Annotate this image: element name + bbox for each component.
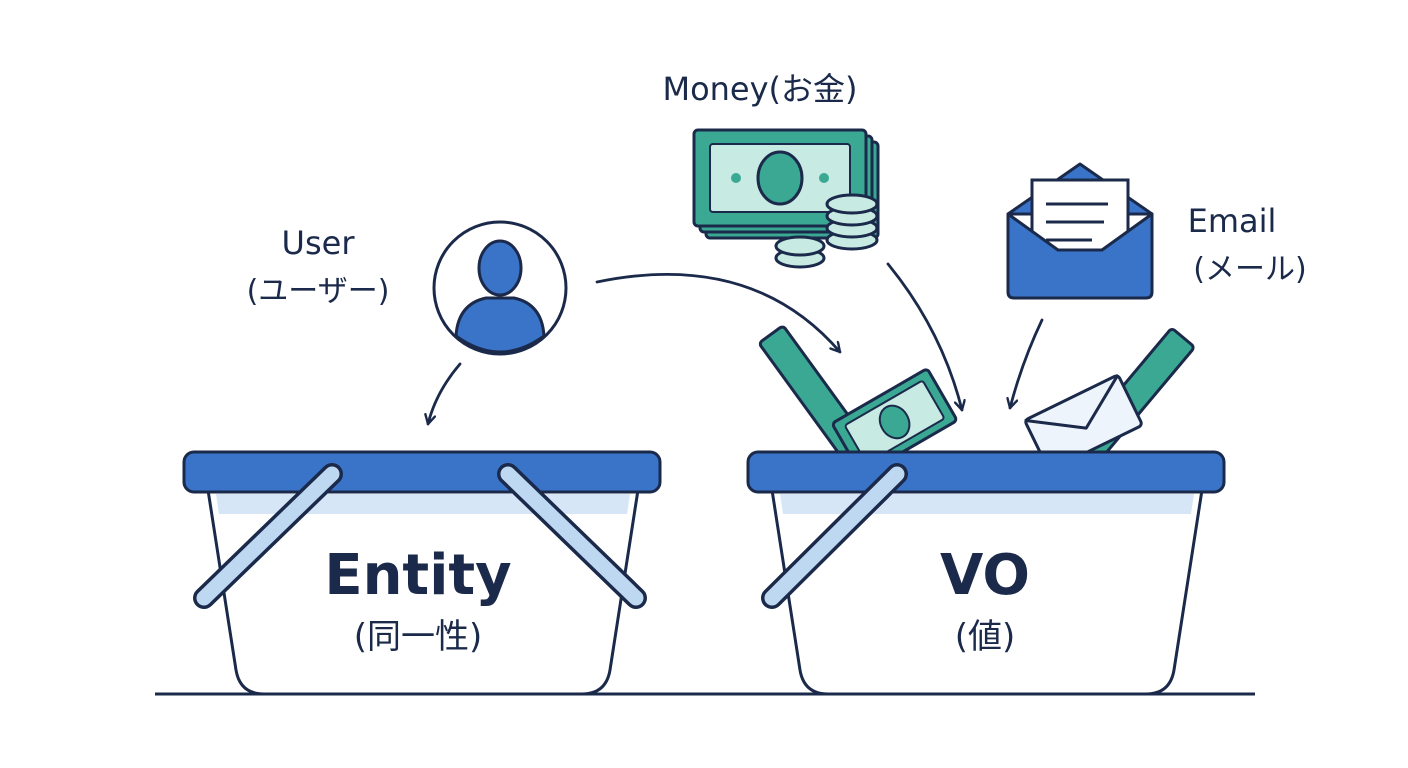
user-icon [432, 220, 568, 356]
entity-basket-body [206, 488, 640, 696]
arrow-email-to-vo [1010, 318, 1044, 410]
arrow-user-to-vo [595, 272, 842, 354]
entity-subtitle: (同一性) [354, 617, 483, 657]
user-label-line1: User [282, 224, 356, 262]
vo-basket-shade [780, 494, 1194, 514]
email-label-line2: (メール) [1193, 252, 1306, 287]
vo-envelope [1024, 373, 1143, 471]
vo-subtitle: (値) [955, 617, 1016, 657]
email-icon [1006, 162, 1154, 300]
arrow-money-to-vo [886, 262, 962, 412]
entity-basket-rim [182, 450, 662, 494]
coins-icon [774, 193, 879, 269]
vo-title: VO [940, 543, 1030, 608]
vo-basket-rim [746, 450, 1226, 494]
arrow-user-to-entity [428, 362, 462, 426]
money-label: Money(お金) [662, 70, 857, 108]
vo-basket: VO (値) [746, 450, 1226, 696]
entity-basket: Entity (同一性) [182, 450, 662, 696]
vo-banknote [831, 368, 958, 476]
email-label-line1: Email [1188, 202, 1277, 240]
entity-title: Entity [324, 543, 511, 608]
user-label-line2: (ユーザー) [247, 274, 390, 309]
vo-basket-body [770, 488, 1204, 696]
